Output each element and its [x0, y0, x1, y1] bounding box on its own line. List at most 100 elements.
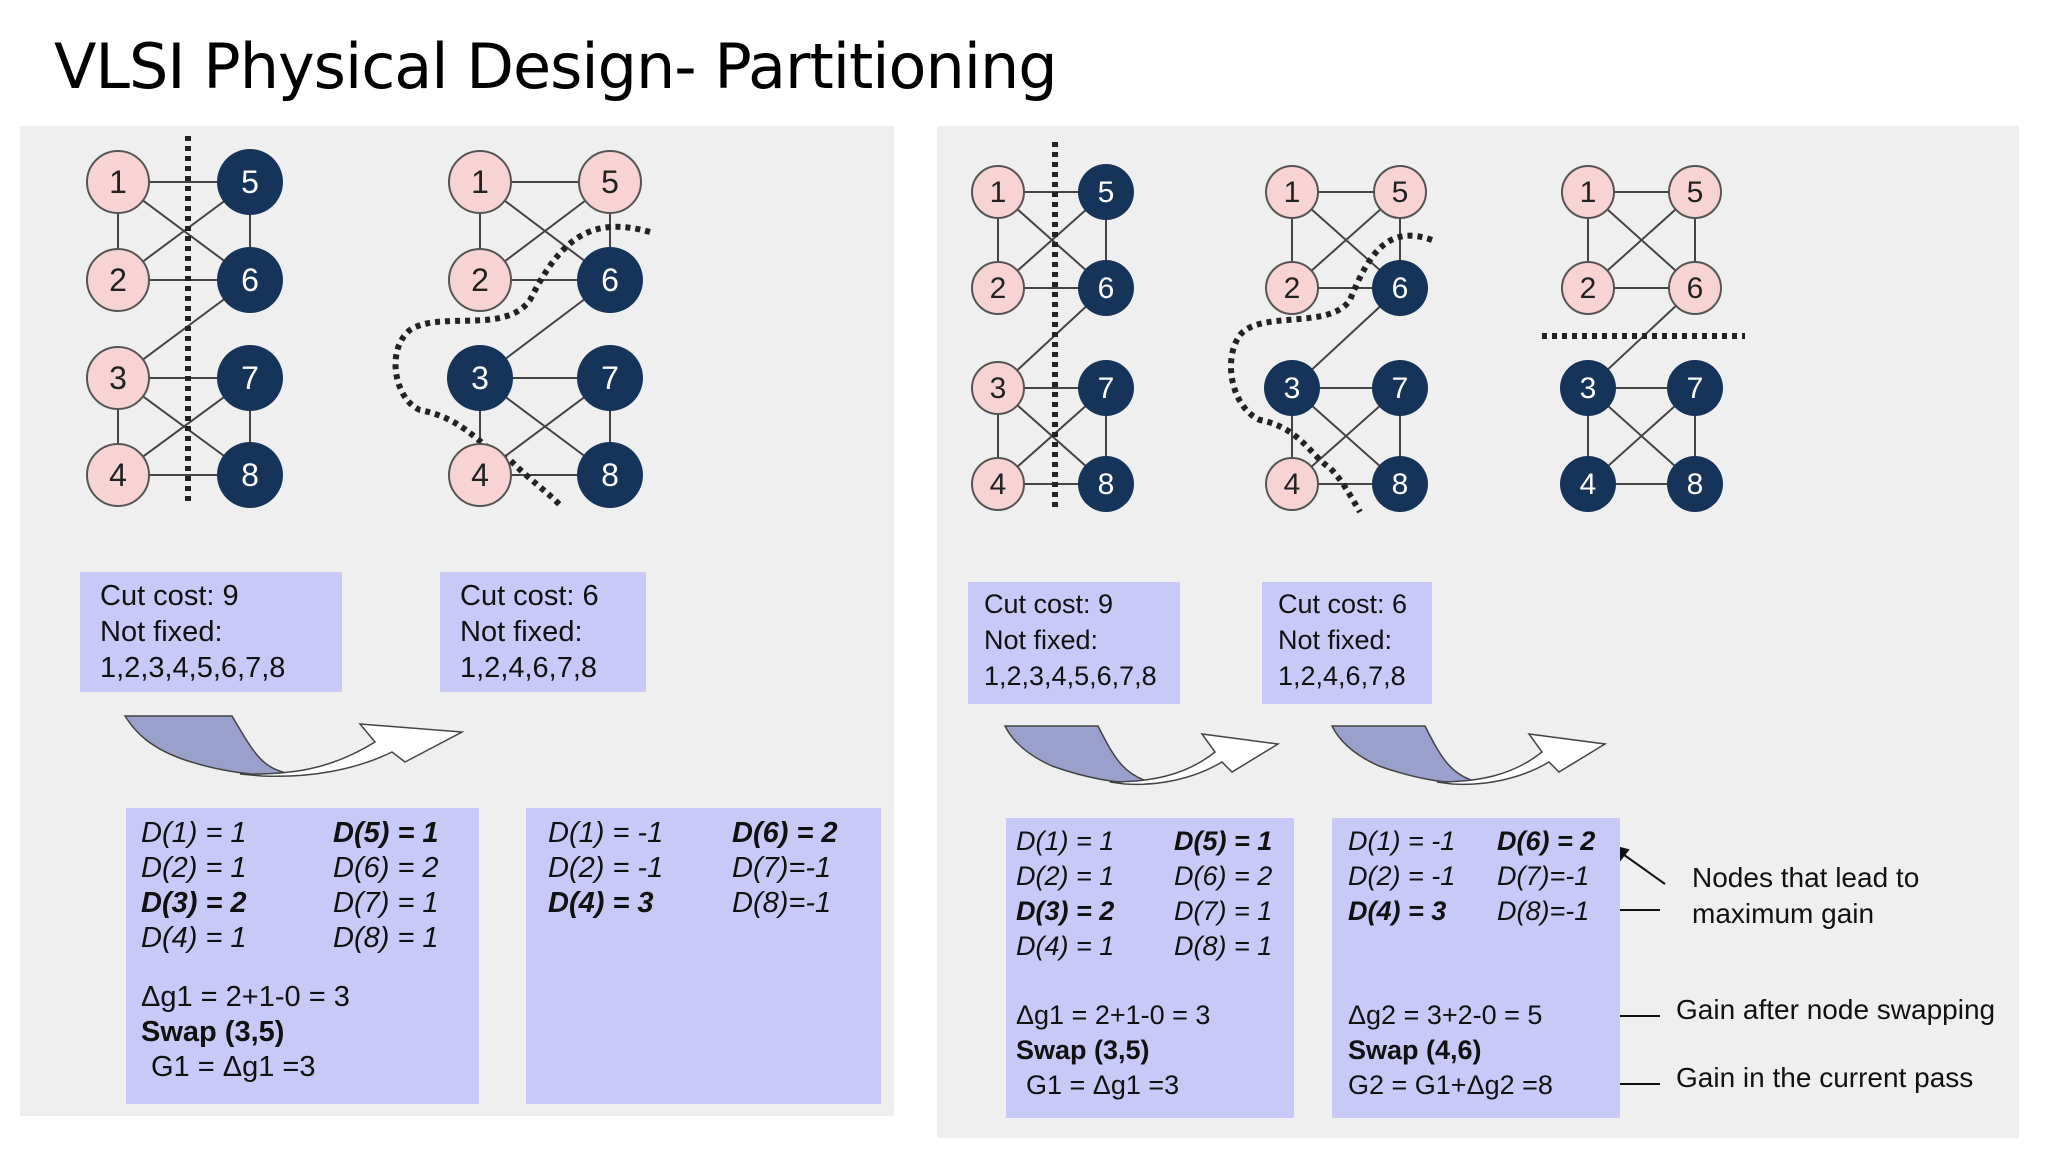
- svg-text:6: 6: [1392, 272, 1409, 305]
- svg-text:1: 1: [109, 164, 127, 200]
- svg-text:4: 4: [990, 468, 1007, 501]
- node-8: 8: [217, 442, 283, 508]
- node-2: 2: [448, 248, 512, 312]
- annotation-pass-gain: Gain in the current pass: [1676, 1062, 1974, 1093]
- swap-arrow: [1330, 725, 1608, 786]
- d-column: D(6) = 2 D(7)=-1 D(8)=-1: [732, 817, 838, 919]
- node-7: 7: [1372, 360, 1428, 416]
- gain-text: Δg1 = 2+1-0 = 3 Swap (3,5) G1 = Δg1 =3: [141, 981, 350, 1083]
- node-1: 1: [86, 150, 150, 214]
- node-7: 7: [1667, 360, 1723, 416]
- d-values-box: D(1) = -1 D(2) = -1 D(4) = 3 D(6) = 2 D(…: [526, 808, 881, 1104]
- node-3: 3: [447, 345, 513, 411]
- node-3: 3: [86, 346, 150, 410]
- svg-text:3: 3: [471, 360, 489, 396]
- svg-text:3: 3: [109, 360, 127, 396]
- svg-text:4: 4: [109, 457, 127, 493]
- node-7: 7: [217, 345, 283, 411]
- svg-text:7: 7: [1687, 372, 1704, 405]
- svg-text:5: 5: [1098, 176, 1115, 209]
- svg-text:5: 5: [601, 164, 619, 200]
- gain-text: Δg2 = 3+2-0 = 5 Swap (4,6) G2 = G1+Δg2 =…: [1348, 1000, 1553, 1100]
- node-4: 4: [1560, 456, 1616, 512]
- d-column: D(1) = 1 D(2) = 1 D(3) = 2 D(4) = 1: [141, 817, 247, 954]
- node-5: 5: [217, 149, 283, 215]
- d-values-box: D(1) = -1 D(2) = -1 D(4) = 3 D(6) = 2 D(…: [1332, 818, 1620, 1118]
- cut-cost-box: Cut cost: 6 Not fixed: 1,2,4,6,7,8: [1262, 582, 1432, 704]
- node-7: 7: [1078, 360, 1134, 416]
- svg-text:6: 6: [241, 262, 259, 298]
- node-2: 2: [971, 261, 1025, 315]
- cut-line: [392, 223, 651, 508]
- node-4: 4: [1265, 457, 1319, 511]
- svg-text:2: 2: [471, 262, 489, 298]
- svg-text:6: 6: [1098, 272, 1115, 305]
- svg-text:2: 2: [109, 262, 127, 298]
- node-1: 1: [971, 165, 1025, 219]
- svg-text:8: 8: [1392, 468, 1409, 501]
- svg-text:8: 8: [1098, 468, 1115, 501]
- d-column: D(1) = 1 D(2) = 1 D(3) = 2 D(4) = 1: [1016, 826, 1115, 961]
- node-8: 8: [1372, 456, 1428, 512]
- svg-text:1: 1: [1284, 176, 1301, 209]
- node-2: 2: [86, 248, 150, 312]
- d-column: D(6) = 2 D(7)=-1 D(8)=-1: [1497, 826, 1596, 926]
- node-4: 4: [971, 457, 1025, 511]
- svg-text:6: 6: [601, 262, 619, 298]
- d-column: D(1) = -1 D(2) = -1 D(4) = 3: [548, 817, 664, 919]
- d-values-box: D(1) = 1 D(2) = 1 D(3) = 2 D(4) = 1 D(5)…: [126, 808, 479, 1104]
- svg-text:3: 3: [1580, 372, 1597, 405]
- node-5: 5: [578, 150, 642, 214]
- node-8: 8: [577, 442, 643, 508]
- svg-text:2: 2: [1580, 272, 1597, 305]
- svg-text:7: 7: [601, 360, 619, 396]
- svg-text:4: 4: [471, 457, 489, 493]
- svg-text:8: 8: [1687, 468, 1704, 501]
- node-8: 8: [1667, 456, 1723, 512]
- annotation-swap-gain: Gain after node swapping: [1676, 994, 1996, 1025]
- gain-text: Δg1 = 2+1-0 = 3 Swap (3,5) G1 = Δg1 =3: [1016, 1000, 1211, 1100]
- d-column: D(5) = 1 D(6) = 2 D(7) = 1 D(8) = 1: [333, 817, 439, 954]
- node-8: 8: [1078, 456, 1134, 512]
- node-1: 1: [448, 150, 512, 214]
- svg-text:6: 6: [1687, 272, 1704, 305]
- node-1: 1: [1561, 165, 1615, 219]
- node-5: 5: [1078, 164, 1134, 220]
- page-title: VLSI Physical Design- Partitioning: [54, 30, 1058, 103]
- cut-cost-box: Cut cost: 9 Not fixed: 1,2,3,4,5,6,7,8: [968, 582, 1180, 704]
- d-column: D(5) = 1 D(6) = 2 D(7) = 1 D(8) = 1: [1174, 826, 1273, 961]
- node-3: 3: [1264, 360, 1320, 416]
- d-values-box: D(1) = 1 D(2) = 1 D(3) = 2 D(4) = 1 D(5)…: [1006, 818, 1294, 1118]
- node-5: 5: [1668, 165, 1722, 219]
- svg-text:5: 5: [1687, 176, 1704, 209]
- svg-text:8: 8: [601, 457, 619, 493]
- node-7: 7: [577, 345, 643, 411]
- svg-text:2: 2: [990, 272, 1007, 305]
- svg-text:1: 1: [1580, 176, 1597, 209]
- svg-text:5: 5: [241, 164, 259, 200]
- node-6: 6: [1668, 261, 1722, 315]
- svg-text:3: 3: [1284, 372, 1301, 405]
- svg-text:5: 5: [1392, 176, 1409, 209]
- swap-arrow: [123, 715, 465, 778]
- node-4: 4: [448, 443, 512, 507]
- node-6: 6: [1372, 260, 1428, 316]
- svg-text:7: 7: [1098, 372, 1115, 405]
- graph-right-pass-1: [1291, 191, 1401, 485]
- svg-text:7: 7: [241, 360, 259, 396]
- svg-text:1: 1: [471, 164, 489, 200]
- d-column: D(1) = -1 D(2) = -1 D(4) = 3: [1348, 826, 1456, 926]
- node-5: 5: [1373, 165, 1427, 219]
- cut-cost-box: Cut cost: 9 Not fixed: 1,2,3,4,5,6,7,8: [80, 572, 342, 692]
- node-3: 3: [971, 361, 1025, 415]
- svg-text:3: 3: [990, 372, 1007, 405]
- node-6: 6: [1078, 260, 1134, 316]
- svg-text:4: 4: [1284, 468, 1301, 501]
- svg-text:7: 7: [1392, 372, 1409, 405]
- swap-arrow: [1003, 725, 1281, 786]
- svg-text:2: 2: [1284, 272, 1301, 305]
- cut-cost-box: Cut cost: 6 Not fixed: 1,2,4,6,7,8: [440, 572, 646, 692]
- node-4: 4: [86, 443, 150, 507]
- svg-text:1: 1: [990, 176, 1007, 209]
